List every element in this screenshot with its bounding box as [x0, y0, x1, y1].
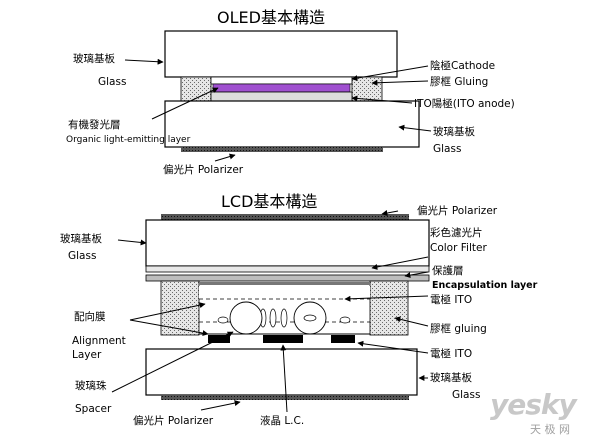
- lcd-alignment-label: 配向膜: [74, 311, 106, 323]
- yesky-logo: yesky: [490, 388, 577, 421]
- lcd-spacer-label-en: Spacer: [75, 403, 112, 415]
- oled-cathode-label: 陰極Cathode: [430, 60, 496, 72]
- lcd-polarizer-bottom-label: 偏光片 Polarizer: [133, 415, 214, 427]
- lcd-spacer-ball: [229, 301, 263, 335]
- lcd-ito-bottom-pad: [331, 335, 355, 343]
- lcd-glass-bottom: [145, 348, 418, 396]
- lcd-encap-label: 保護層: [432, 265, 464, 277]
- lcd-glass-bottom-label-en: Glass: [452, 389, 481, 401]
- oled-ito-layer: [210, 91, 353, 102]
- oled-glass-bottom-label: 玻璃基板: [433, 126, 475, 138]
- lcd-encap-label-en: Encapsulation layer: [432, 280, 538, 291]
- oled-gluing-label: 膠框 Gluing: [430, 76, 489, 88]
- lcd-gluing-right: [369, 280, 409, 336]
- oled-title: OLED基本構造: [217, 8, 325, 27]
- lcd-glass-top: [145, 219, 430, 267]
- lcd-glass-bottom-label: 玻璃基板: [430, 372, 472, 384]
- lcd-color-filter: [145, 265, 430, 273]
- oled-structure: [124, 30, 432, 162]
- lcd-gluing-label: 膠框 gluing: [430, 323, 487, 335]
- oled-organic-layer: [212, 83, 351, 93]
- lcd-color-filter-label: 彩色濾光片: [430, 227, 483, 239]
- oled-polarizer-label: 偏光片 Polarizer: [163, 164, 244, 176]
- lcd-alignment-label-en2: Layer: [72, 349, 102, 361]
- oled-ito-anode-label: ITO陽極(ITO anode): [414, 98, 515, 110]
- lcd-alignment-top: [199, 286, 370, 299]
- lcd-polarizer-top: [161, 214, 409, 220]
- lcd-structure: [111, 210, 430, 413]
- oled-polarizer: [181, 147, 383, 152]
- oled-glass-top: [164, 30, 398, 78]
- lcd-ito-top: [199, 282, 370, 285]
- lcd-color-filter-label-en: Color Filter: [430, 242, 487, 254]
- yesky-logo-cn: 天 极 网: [530, 423, 570, 436]
- lcd-lc-label: 液晶 L.C.: [260, 415, 305, 427]
- lcd-polarizer-bottom: [161, 395, 409, 400]
- oled-organic-label: 有機發光層: [68, 119, 121, 131]
- oled-gluing-right: [351, 76, 383, 102]
- lcd-ito-bottom-label: 電極 ITO: [430, 348, 473, 360]
- lcd-alignment-label-en1: Alignment: [72, 335, 126, 347]
- lcd-glass-top-label-en: Glass: [68, 250, 97, 262]
- lcd-glass-top-label: 玻璃基板: [60, 233, 102, 245]
- oled-glass-top-label-en: Glass: [98, 76, 127, 88]
- lcd-title: LCD基本構造: [221, 192, 318, 211]
- oled-cathode-layer: [210, 76, 353, 85]
- lcd-encapsulation-layer: [145, 274, 430, 282]
- oled-glass-bottom: [164, 100, 420, 148]
- oled-gluing-left: [180, 76, 212, 102]
- lcd-ito-bottom-pad: [263, 335, 303, 343]
- lcd-ito-top-label: 電極 ITO: [430, 294, 473, 306]
- lcd-gluing-left: [160, 280, 200, 336]
- oled-glass-bottom-label-en: Glass: [433, 143, 462, 155]
- lcd-polarizer-top-label: 偏光片 Polarizer: [417, 205, 498, 217]
- lcd-spacer-label: 玻璃珠: [75, 380, 107, 392]
- oled-glass-top-label: 玻璃基板: [73, 53, 115, 65]
- oled-organic-label-en: Organic light-emitting layer: [66, 135, 191, 145]
